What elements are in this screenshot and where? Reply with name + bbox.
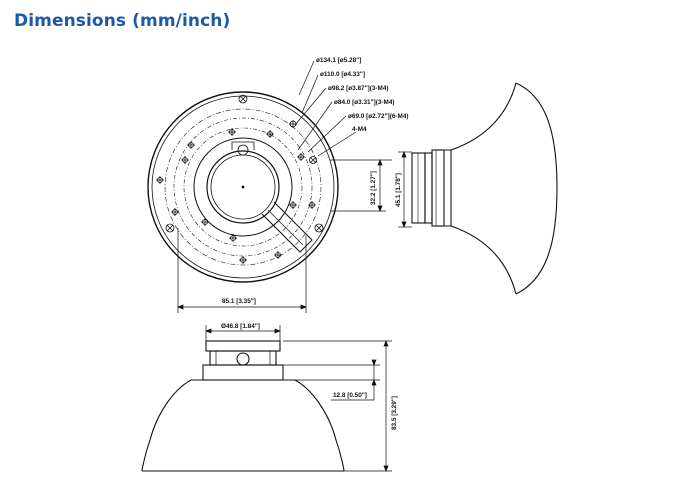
dim-height-12: 12.8 [0.50"] xyxy=(333,392,367,399)
side-view xyxy=(411,82,558,295)
front-view xyxy=(141,340,345,472)
callout-110: ø110.0 [ø4.33"] xyxy=(320,71,365,78)
page-title: Dimensions (mm/inch) xyxy=(14,11,231,31)
callout-98: ø98.2 [ø3.87"](3-M4) xyxy=(328,85,389,92)
dim-height-32: 32.2 [1.27"] xyxy=(370,171,377,205)
callout-84: ø84.0 [ø3.31"](3-M4) xyxy=(334,99,395,106)
front-dimensions xyxy=(205,325,392,472)
callout-m4: 4-M4 xyxy=(352,126,367,133)
dim-width-85: 85.1 [3.35"] xyxy=(222,298,256,305)
dim-dia-46: Ø46.8 [1.84"] xyxy=(221,323,260,330)
callout-69: ø69.0 [ø2.72"](6-M4) xyxy=(348,113,409,120)
dim-height-83: 83.5 [3.29"] xyxy=(391,396,398,430)
top-view xyxy=(147,60,412,313)
callout-134: ø134.1 [ø5.28"] xyxy=(316,57,361,64)
dim-height-45: 45.1 [1.78"] xyxy=(395,173,402,207)
